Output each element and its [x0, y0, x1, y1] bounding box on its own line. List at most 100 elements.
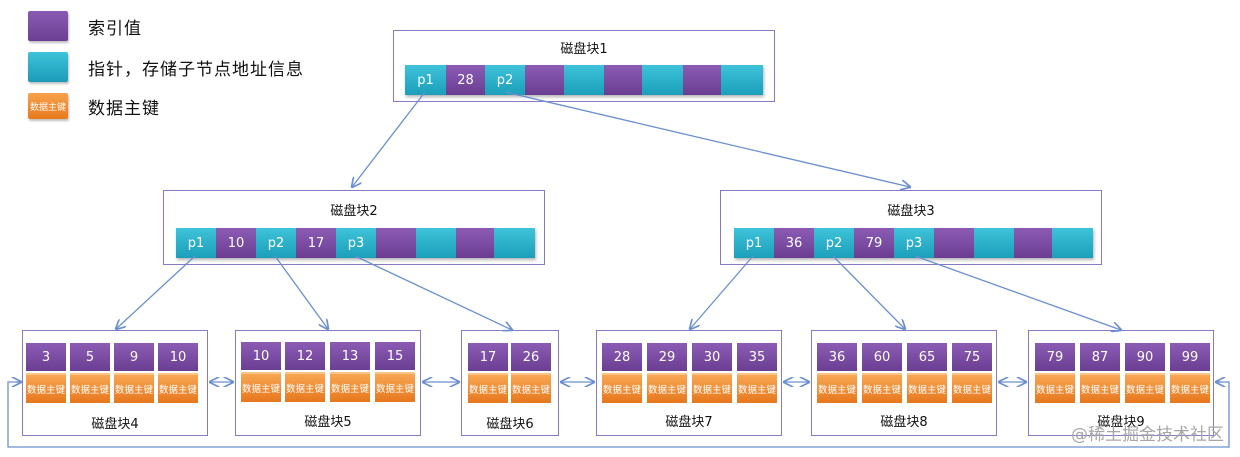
- root-key-28: 28: [446, 65, 485, 95]
- link-block3-p2: [832, 255, 905, 329]
- leaf-entry: 3 数据主键: [26, 343, 66, 403]
- block2-pointer-p1: p1: [176, 228, 216, 258]
- leaf-key: 15: [375, 342, 415, 370]
- leaf-entry: 5 数据主键: [70, 343, 110, 403]
- block3-pointer-p1: p1: [734, 228, 774, 258]
- block2-empty-key: [456, 228, 494, 258]
- leaf-data-key: 数据主键: [70, 373, 110, 403]
- leaf-data-key: 数据主键: [862, 373, 902, 403]
- leaf-key: 79: [1035, 343, 1075, 371]
- leaf-entry: 13 数据主键: [330, 342, 370, 402]
- leaf-entry: 75 数据主键: [952, 343, 992, 403]
- leaf-entry: 65 数据主键: [907, 343, 947, 403]
- disk-block-3: 磁盘块3 p1 36 p2 79 p3: [720, 190, 1102, 265]
- leaf-data-key: 数据主键: [158, 373, 198, 403]
- disk-block-3-cells: p1 36 p2 79 p3: [734, 228, 1093, 258]
- legend-pointer-swatch: [28, 52, 68, 82]
- disk-block-6: 17 数据主键 26 数据主键 磁盘块6: [461, 330, 559, 436]
- leaf-data-key: 数据主键: [817, 373, 857, 403]
- leaf-data-key: 数据主键: [285, 372, 325, 402]
- block3-empty-pointer: [1052, 228, 1093, 258]
- block2-empty-key: [376, 228, 416, 258]
- block2-pointer-p3: p3: [336, 228, 376, 258]
- leaf-key: 12: [285, 342, 325, 370]
- leaf-entry: 15 数据主键: [375, 342, 415, 402]
- leaf-entry: 10 数据主键: [158, 343, 198, 403]
- leaf-key: 10: [158, 343, 198, 371]
- leaf-entry: 12 数据主键: [285, 342, 325, 402]
- leaf-data-key: 数据主键: [468, 373, 508, 403]
- leaf-key: 13: [330, 342, 370, 370]
- link-block2-p2: [274, 255, 328, 329]
- leaf-data-key: 数据主键: [907, 373, 947, 403]
- block3-empty-key: [934, 228, 974, 258]
- disk-block-8: 36 数据主键 60 数据主键 65 数据主键 75 数据主键 磁盘块8: [811, 330, 997, 436]
- disk-block-7: 28 数据主键 29 数据主键 30 数据主键 35 数据主键 磁盘块7: [596, 330, 782, 436]
- block3-key-36: 36: [774, 228, 814, 258]
- leaf-key: 9: [114, 343, 154, 371]
- leaf-entry: 10 数据主键: [241, 342, 281, 402]
- watermark: @稀土掘金技术社区: [1071, 425, 1224, 445]
- leaf-entry: 30 数据主键: [692, 343, 732, 403]
- leaf-data-key: 数据主键: [602, 373, 642, 403]
- leaf-entry: 79 数据主键: [1035, 343, 1075, 403]
- disk-block-1: 磁盘块1 p1 28 p2: [393, 30, 775, 102]
- leaf-data-key: 数据主键: [114, 373, 154, 403]
- disk-block-5-title: 磁盘块5: [304, 415, 352, 430]
- leaf-entry: 17 数据主键: [468, 343, 508, 403]
- disk-block-4: 3 数据主键 5 数据主键 9 数据主键 10 数据主键 磁盘块4: [22, 330, 208, 436]
- legend-index-swatch: [28, 11, 68, 41]
- legend-pointer: 指针，存储子节点地址信息: [28, 52, 304, 82]
- leaf-data-key: 数据主键: [26, 373, 66, 403]
- link-root-p1: [352, 91, 426, 187]
- leaf-entry: 26 数据主键: [511, 343, 551, 403]
- leaf-key: 99: [1170, 343, 1210, 371]
- leaf-entry: 99 数据主键: [1170, 343, 1210, 403]
- leaf-key: 17: [468, 343, 508, 371]
- leaf-key: 35: [737, 343, 777, 371]
- leaf-data-key: 数据主键: [511, 373, 551, 403]
- disk-block-4-title: 磁盘块4: [91, 417, 139, 432]
- leaf-data-key: 数据主键: [692, 373, 732, 403]
- link-block3-p3: [914, 255, 1121, 330]
- leaf-key: 60: [862, 343, 902, 371]
- disk-block-6-title: 磁盘块6: [486, 417, 534, 432]
- leaf-entry: 35 数据主键: [737, 343, 777, 403]
- leaf-entry: 28 数据主键: [602, 343, 642, 403]
- leaf-data-key: 数据主键: [330, 372, 370, 402]
- leaf-key: 29: [647, 343, 687, 371]
- leaf-data-key: 数据主键: [1170, 373, 1210, 403]
- leaf-entry: 29 数据主键: [647, 343, 687, 403]
- block3-pointer-p3: p3: [894, 228, 934, 258]
- legend-index: 索引值: [28, 11, 142, 41]
- leaf-entry: 9 数据主键: [114, 343, 154, 403]
- disk-block-9: 79 数据主键 87 数据主键 90 数据主键 99 数据主键 磁盘块9: [1028, 330, 1214, 436]
- leaf-entry: 36 数据主键: [817, 343, 857, 403]
- disk-block-2: 磁盘块2 p1 10 p2 17 p3: [163, 190, 545, 265]
- disk-block-8-title: 磁盘块8: [880, 415, 928, 430]
- leaf-key: 87: [1080, 343, 1120, 371]
- link-block2-p1: [116, 255, 196, 329]
- disk-block-7-title: 磁盘块7: [665, 415, 713, 430]
- root-empty-key: [604, 65, 642, 95]
- block3-pointer-p2: p2: [814, 228, 854, 258]
- legend-pointer-label: 指针，存储子节点地址信息: [88, 59, 304, 80]
- leaf-key: 28: [602, 343, 642, 371]
- link-block2-p3: [354, 255, 512, 330]
- leaf-key: 90: [1125, 343, 1165, 371]
- block2-empty-pointer: [416, 228, 456, 258]
- block3-empty-key: [1014, 228, 1052, 258]
- legend-data-label: 数据主键: [88, 98, 160, 119]
- root-pointer-p1: p1: [405, 65, 446, 95]
- leaf-data-key: 数据主键: [737, 373, 777, 403]
- leaf-key: 10: [241, 342, 281, 370]
- leaf-key: 26: [511, 343, 551, 371]
- disk-block-3-title: 磁盘块3: [887, 204, 935, 219]
- block2-pointer-p2: p2: [256, 228, 296, 258]
- root-empty-pointer: [642, 65, 683, 95]
- root-empty-pointer: [564, 65, 604, 95]
- leaf-entry: 90 数据主键: [1125, 343, 1165, 403]
- root-empty-key: [683, 65, 721, 95]
- block2-empty-pointer: [494, 228, 535, 258]
